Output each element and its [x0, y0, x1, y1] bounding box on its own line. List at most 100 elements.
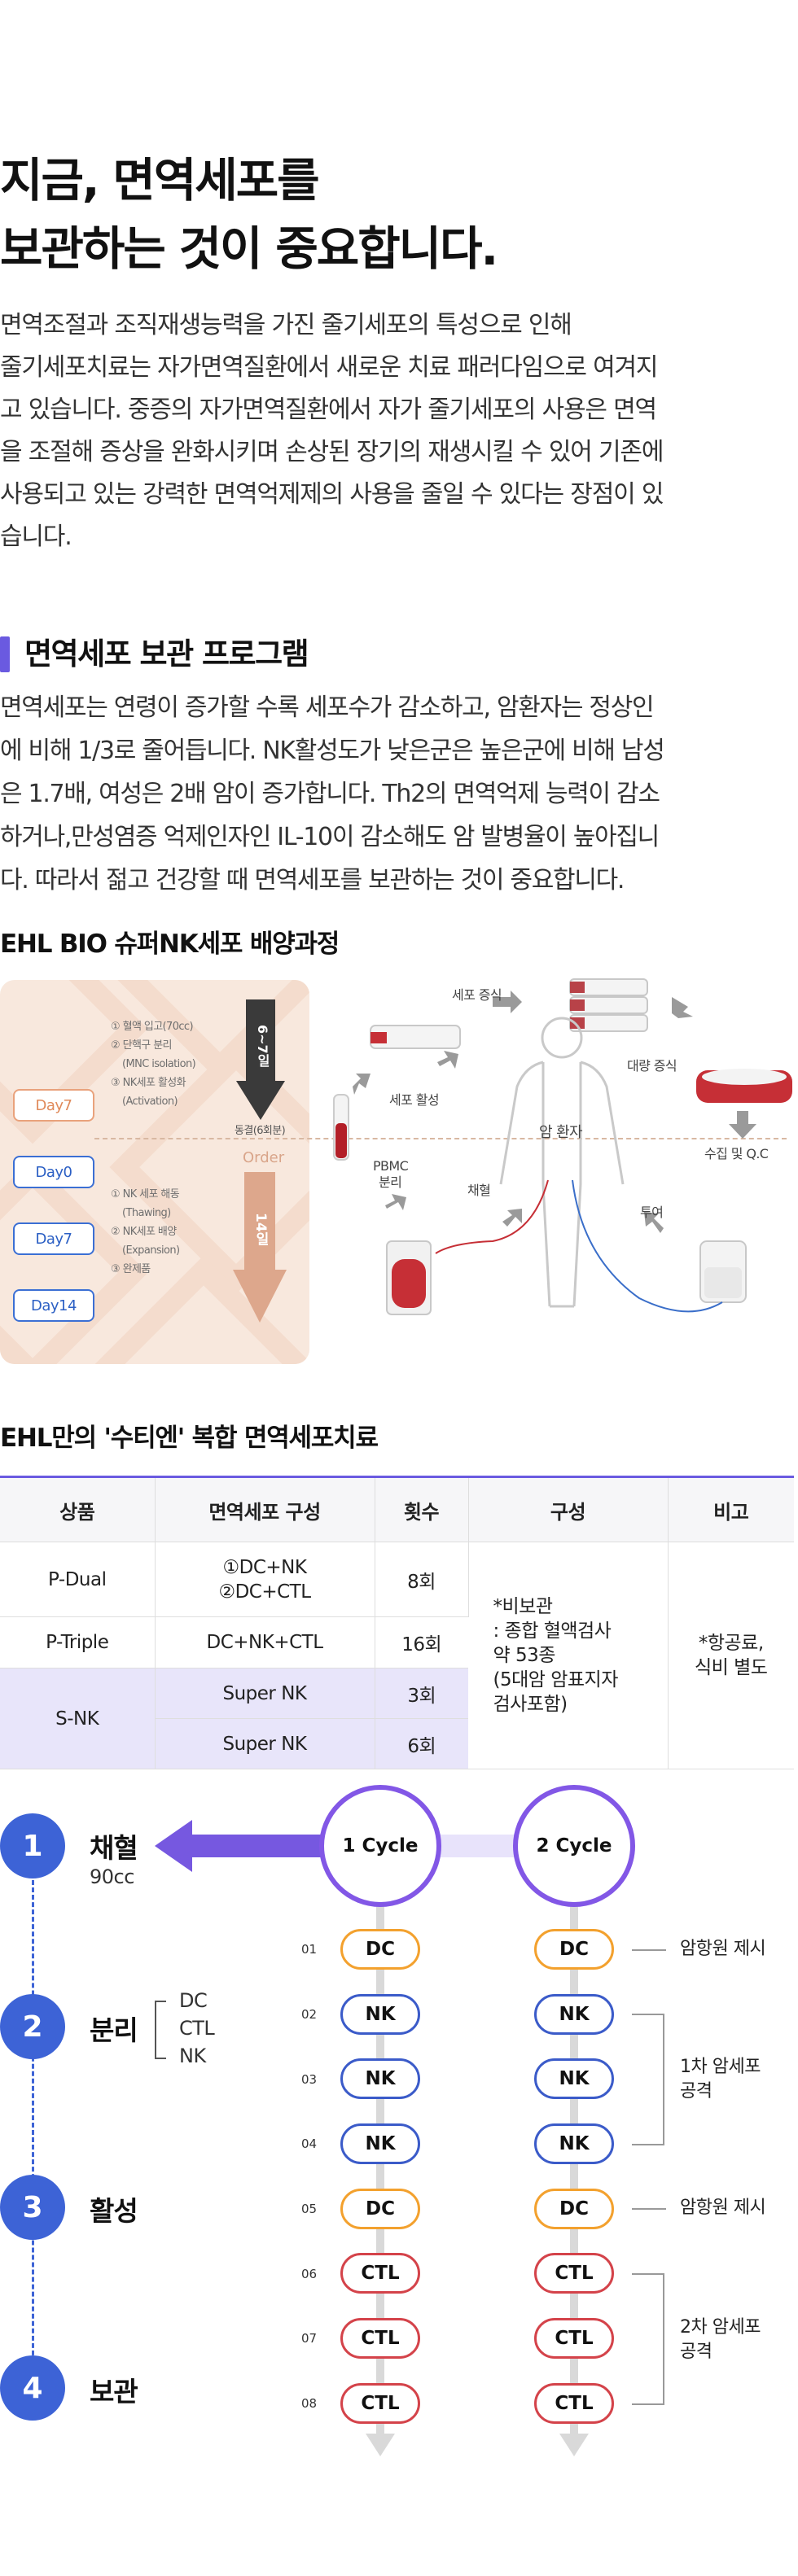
composition-cell: ①DC+NK ②DC+CTL	[155, 1542, 375, 1617]
product-cell: P-Dual	[0, 1542, 156, 1617]
count-cell: 16회	[375, 1616, 468, 1668]
step-text: ③ 완제품	[111, 1263, 151, 1275]
config-line: 검사포함)	[493, 1694, 568, 1715]
nk-pill: NK	[534, 2058, 614, 2099]
order-label: Order	[243, 1149, 285, 1166]
label-admin: 투여	[640, 1205, 664, 1220]
step-label: 채혈	[90, 1832, 138, 1864]
section-line: 하거나,만성염증 억제인자인 IL-10이 감소해도 암 발병율이 높아집니	[0, 823, 660, 851]
day-badge: Day7	[13, 1222, 94, 1255]
dc-pill: DC	[534, 1929, 614, 1970]
infusion-tube-line	[572, 1179, 723, 1313]
bracket	[155, 2058, 166, 2059]
iv-bag-icon	[699, 1240, 747, 1303]
intro-line: 줄기세포치료는 자가면역질환에서 새로운 치료 패러다임으로 여겨지	[0, 353, 658, 382]
connector-line	[632, 2014, 664, 2015]
note-line: 1차 암세포	[680, 2057, 761, 2077]
row-number: 04	[301, 2136, 318, 2151]
connector-line	[632, 2144, 664, 2145]
blood-tube-line	[435, 1179, 549, 1254]
section-line: 면역세포는 연령이 증가할 수록 세포수가 감소하고, 암환자는 정상인	[0, 693, 655, 722]
intro-line: 고 있습니다. 중증의 자가면역질환에서 자가 줄기세포의 사용은 면역	[0, 396, 657, 424]
step-number: 1	[0, 1813, 65, 1878]
cycle-track	[376, 1896, 384, 2442]
title-line-1: 지금, 면역세포를	[0, 154, 320, 208]
config-line: *비보관	[493, 1596, 553, 1617]
row-number: 06	[301, 2267, 318, 2281]
section-paragraph: 면역세포는 연령이 증가할 수록 세포수가 감소하고, 암환자는 정상인 에 비…	[0, 686, 782, 902]
label-collect-qc: 수집 및 Q.C	[704, 1146, 769, 1161]
dc-pill: DC	[534, 2189, 614, 2229]
step-sub: NK	[179, 2045, 206, 2067]
connector-line	[632, 2273, 664, 2275]
row-number: 08	[301, 2396, 318, 2411]
upper-steps: ① 혈액 입고(70cc) ② 단핵구 분리 (MNC isolation) ③…	[111, 1017, 196, 1111]
down-arrow-icon	[559, 2434, 589, 2456]
intro-line: 을 조절해 증상을 완화시키며 손상된 장기의 재생시킬 수 있어 기존에	[0, 438, 664, 466]
product-cell: P-Triple	[0, 1616, 156, 1668]
connector-line	[632, 1949, 666, 1951]
config-line: 약 53종	[493, 1645, 556, 1666]
ctl-pill: CTL	[340, 2383, 420, 2424]
composition-cell: DC+NK+CTL	[155, 1616, 375, 1668]
label-draw: 채혈	[467, 1183, 491, 1198]
collect-arrow-icon	[155, 1820, 342, 1872]
day-badge: Day0	[13, 1156, 94, 1188]
down-arrow-icon	[366, 2434, 395, 2456]
day-badge: Day14	[13, 1289, 94, 1322]
row-number: 05	[301, 2202, 318, 2216]
step-number: 2	[0, 1994, 65, 2059]
arrow1-label: 6~7일	[255, 1025, 270, 1067]
cycle-2-circle: 2 Cycle	[513, 1785, 635, 1907]
step-number: 3	[0, 2175, 65, 2240]
section-accent-bar	[0, 636, 10, 672]
step-text: (MNC isolation)	[122, 1058, 196, 1070]
step-number: 4	[0, 2355, 65, 2421]
row-number: 07	[301, 2331, 318, 2346]
lower-steps: ① NK 세포 해동 (Thawing) ② NK세포 배양 (Expansio…	[111, 1185, 180, 1279]
bracket	[155, 2001, 166, 2002]
note-line: 공격	[680, 2081, 712, 2101]
stacked-flasks-icon	[569, 978, 648, 1032]
page-title: 지금, 면역세포를 보관하는 것이 중요합니다.	[0, 147, 798, 283]
note-line: 공격	[680, 2342, 712, 2362]
title-line-2: 보관하는 것이 중요합니다.	[0, 222, 498, 276]
step-connector	[32, 1880, 34, 2385]
table-row: P-Triple DC+NK+CTL 16회	[0, 1616, 794, 1668]
note-antigen-2: 암항원 제시	[680, 2198, 766, 2218]
ctl-pill: CTL	[534, 2318, 614, 2359]
ctl-pill: CTL	[340, 2253, 420, 2294]
flask-icon	[370, 1025, 461, 1049]
table-row: Super NK 6회	[0, 1718, 794, 1769]
combo-table: 상품 면역세포 구성 횟수 구성 비고 P-Dual ①DC+NK ②DC+CT…	[0, 1476, 794, 1769]
label-pbmc: PBMC	[373, 1158, 409, 1174]
row-number: 02	[301, 2007, 318, 2022]
table-header-row: 상품 면역세포 구성 횟수 구성 비고	[0, 1476, 794, 1542]
treatment-flow-diagram	[333, 978, 792, 1315]
nk-pill: NK	[340, 2058, 420, 2099]
freeze-arrow-icon	[236, 999, 285, 1120]
dc-pill: DC	[340, 1929, 420, 1970]
intro-line: 면역조절과 조직재생능력을 가진 줄기세포의 특성으로 인해	[0, 311, 572, 339]
composition-cell: Super NK	[155, 1718, 375, 1769]
connector-line	[632, 2208, 666, 2210]
label-mass: 대량 증식	[627, 1058, 677, 1074]
step-sub: CTL	[179, 2017, 215, 2040]
step-text: (Expansion)	[122, 1244, 180, 1257]
note-line: 2차 암세포	[680, 2317, 761, 2338]
label-activation: 세포 활성	[389, 1092, 440, 1108]
culture-arrow-icon	[233, 1172, 287, 1323]
config-cell: *비보관 : 종합 혈액검사 약 53종 (5대암 암표지자 검사포함)	[468, 1542, 669, 1769]
step-text: (Thawing)	[122, 1207, 171, 1219]
label-separate: 분리	[379, 1174, 402, 1190]
ctl-pill: CTL	[340, 2318, 420, 2359]
culture-heading: EHL BIO 슈퍼NK세포 배양과정	[0, 929, 340, 959]
count-cell: 8회	[375, 1542, 469, 1617]
composition-line: ②DC+CTL	[218, 1581, 311, 1603]
nk-pill: NK	[340, 2123, 420, 2164]
nk-pill: NK	[534, 2123, 614, 2164]
count-cell: 6회	[375, 1718, 468, 1769]
connector-line	[663, 2273, 664, 2405]
section-line: 에 비해 1/3로 줄어듭니다. NK활성도가 낮은군은 높은군에 비해 남성	[0, 737, 665, 765]
cycle-track	[570, 1896, 578, 2442]
